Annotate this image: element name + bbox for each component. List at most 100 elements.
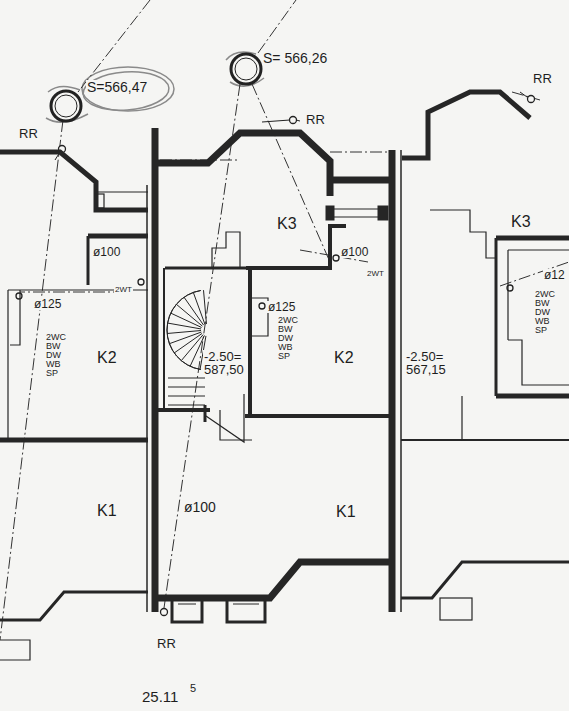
highlight-scribble <box>46 52 264 122</box>
neighbour-wall <box>88 234 148 239</box>
neighbour-wall <box>0 152 148 210</box>
leader-line <box>296 120 300 121</box>
leader-line <box>520 92 527 97</box>
room-label: K1 <box>335 504 357 520</box>
downpipe-circle <box>290 117 297 124</box>
pipe-tag: RR <box>532 72 553 85</box>
axis-line <box>0 0 569 640</box>
main-wall <box>155 128 392 612</box>
inner-wall <box>158 408 210 412</box>
pipe-size: ø12 <box>543 269 566 281</box>
elevation-note: S=566,47 <box>86 80 148 94</box>
stair-outline <box>252 298 268 336</box>
neighbour-detail <box>507 250 508 340</box>
neighbour-wall <box>496 394 569 399</box>
main-wall <box>152 128 159 612</box>
axis-line <box>330 152 392 153</box>
room-label: K2 <box>96 350 118 366</box>
neighbour-wall <box>0 92 569 620</box>
room-label: K3 <box>276 216 298 232</box>
stair-outline <box>206 232 268 442</box>
spiral-stair <box>167 290 206 405</box>
axis-line <box>258 0 296 53</box>
sheet-number: 25.11 <box>141 689 179 704</box>
leader-line <box>55 92 527 160</box>
highlight-scribble <box>46 52 264 122</box>
window <box>326 206 334 220</box>
axis-line <box>500 262 569 286</box>
pipe-tag: RR <box>18 127 39 140</box>
stair-tread <box>193 292 205 324</box>
stair-tread <box>168 323 201 329</box>
pipe-tag: RR <box>305 113 326 126</box>
window <box>378 206 388 220</box>
room-label: K3 <box>510 214 532 230</box>
manhole-circle <box>235 58 257 80</box>
neighbour-detail <box>0 192 569 660</box>
fixture-list: 2WC BW DW WB SP <box>277 316 299 361</box>
neighbour-detail <box>7 290 8 440</box>
fixture-note: 2WT <box>366 270 385 278</box>
inner-wall <box>248 268 252 416</box>
inner-wall <box>246 226 346 268</box>
window <box>233 604 259 605</box>
neighbour-wall <box>402 92 530 158</box>
window <box>172 206 388 622</box>
stair-tread <box>169 332 201 344</box>
manhole-circle <box>51 54 261 121</box>
neighbour-detail <box>508 249 569 250</box>
downpipe-circle <box>161 609 168 616</box>
party-wall-line <box>147 150 401 612</box>
window <box>227 598 265 622</box>
neighbour-detail <box>96 191 148 192</box>
main-wall <box>389 150 396 612</box>
downpipe-circle <box>259 303 265 309</box>
main-wall <box>155 133 330 196</box>
axis-line <box>252 84 330 262</box>
neighbour-detail <box>430 210 496 258</box>
manhole-circle <box>55 95 77 117</box>
neighbour-wall <box>496 236 569 241</box>
neighbour-detail <box>508 340 569 385</box>
fixture-list: 2WC BW DW WB SP <box>534 290 556 335</box>
stair-step <box>168 378 205 379</box>
axis-line <box>78 0 150 92</box>
stair-tread <box>167 331 201 334</box>
downpipe-circle <box>16 96 535 616</box>
level-note: -2.50= 567,15 <box>405 350 447 376</box>
axis-line <box>20 292 125 293</box>
highlight-scribble <box>82 67 174 111</box>
neighbour-wall <box>495 238 498 396</box>
downpipe-circle <box>528 96 535 103</box>
window <box>172 598 202 622</box>
inner-wall <box>158 226 390 422</box>
highlight-scribble <box>82 69 170 113</box>
neighbour-wall <box>0 438 148 443</box>
neighbour-wall <box>87 236 90 285</box>
stair-outline <box>206 394 244 442</box>
pipe-size: ø100 <box>183 500 217 514</box>
pipe-size: ø100 <box>92 246 121 258</box>
stair-step <box>168 387 205 388</box>
main-wall <box>155 562 392 598</box>
inner-wall <box>165 267 246 270</box>
neighbour-wall <box>401 562 569 598</box>
neighbour-detail <box>440 598 472 620</box>
neighbour-detail <box>0 640 30 660</box>
stair-outline <box>212 232 240 268</box>
stair-step <box>168 396 205 397</box>
neighbour-detail <box>462 396 496 440</box>
stair-step <box>168 405 205 406</box>
fixture-note: 2WT <box>114 286 133 294</box>
neighbour-detail <box>10 290 20 345</box>
window <box>178 604 196 605</box>
fixture-list: 2WC BW DW WB SP <box>45 333 67 378</box>
neighbour-detail <box>96 194 104 208</box>
room-label: K1 <box>96 503 118 519</box>
downpipe-circle <box>138 279 144 285</box>
axis-line <box>512 92 540 100</box>
party-wall-line <box>400 150 402 612</box>
leader-line <box>262 120 290 122</box>
manhole-circle <box>231 54 261 84</box>
